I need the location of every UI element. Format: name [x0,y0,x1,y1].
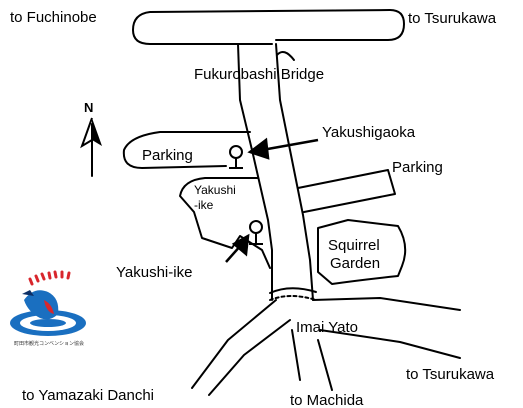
squirrel-garden-shape [317,219,407,285]
label-squirrel: Squirrel [328,237,380,254]
parking-right-shape [297,169,396,213]
bridge-mark-2 [269,295,317,301]
label-garden: Garden [330,255,381,272]
label-bridge: Fukurobashi Bridge [194,66,325,83]
branch-lower-right [312,297,461,359]
branch-lower-left [191,299,291,396]
north-arrow-icon [92,118,102,146]
pointer-arrow-icon [225,233,250,263]
label-parking-left: Parking [142,147,193,164]
bridge-mark [269,287,317,294]
top-curve [276,50,295,61]
pointer-arrow-icon [247,137,319,160]
parking-left-shape [122,131,251,169]
label-yakushi-ike: Yakushi-ike [116,264,193,281]
logo-text: 町田市観光コンベンション協会 [14,341,85,347]
label-to-yamazaki: to Yamazaki Danchi [22,387,155,404]
label-to-machida: to Machida [290,392,364,408]
bus-stop-icon [229,145,243,169]
top-road [132,9,405,45]
main-road-left-edge [237,43,273,301]
pond-shape [179,177,271,269]
label-pond-line1: Yakushi [194,183,236,197]
label-to-fuchinobe: to Fuchinobe [10,9,97,26]
label-to-tsurukawa-bottom: to Tsurukawa [406,366,495,383]
label-to-tsurukawa-top: to Tsurukawa [408,10,497,27]
label-parking-right: Parking [392,159,443,176]
branch-bottom [291,329,333,391]
kingfisher-logo-icon [10,270,86,336]
label-yakushigaoka: Yakushigaoka [322,124,416,141]
main-road-right-edge [275,43,314,301]
label-pond-line2: -ike [194,198,214,212]
north-label: N [84,100,94,115]
bus-stop-icon [249,220,263,245]
label-imai-yato: Imai Yato [296,319,358,336]
